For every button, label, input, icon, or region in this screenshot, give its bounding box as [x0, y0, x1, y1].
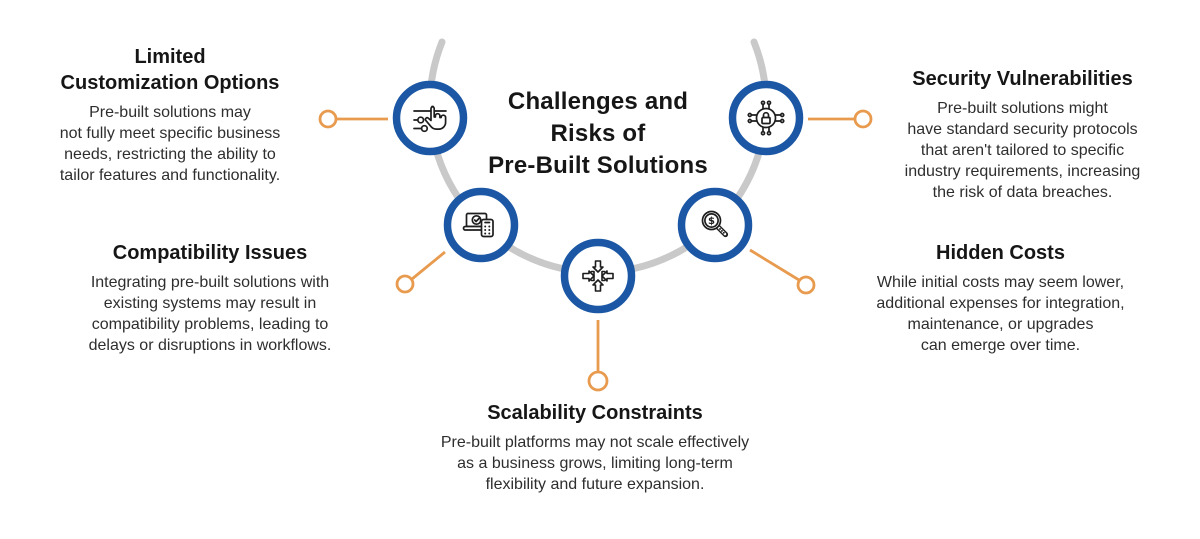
node-circle-scalability [560, 238, 636, 314]
item-block-scalability: Scalability Constraints Pre-built platfo… [385, 400, 805, 495]
page-title: Challenges and Risks of Pre-Built Soluti… [488, 88, 708, 179]
customization-sliders-hand-icon [413, 105, 447, 133]
inward-arrows-icon [582, 260, 614, 292]
connector-hidden-costs [749, 248, 816, 295]
item-body: Pre-built platforms may not scale effect… [440, 434, 750, 493]
connector-scalability [587, 320, 609, 392]
connector-ring [395, 274, 415, 294]
connector-ring [796, 275, 816, 295]
item-body: Pre-built solutions might have standard … [904, 100, 1141, 201]
connectors [318, 109, 873, 392]
dollar-glyph: $ [708, 216, 715, 227]
cyber-lock-icon [747, 100, 785, 136]
item-block-hidden-costs: Hidden Costs While initial costs may see… [828, 240, 1173, 356]
node-circle-limited-customization [392, 80, 468, 156]
item-block-security: Security Vulnerabilities Pre-built solut… [855, 66, 1190, 203]
connector-ring [318, 109, 338, 129]
item-title: Compatibility Issues [112, 242, 308, 264]
item-title: Scalability Constraints [487, 402, 703, 424]
item-block-limited-customization: Limited Customization Options Pre-built … [20, 44, 320, 186]
connector-limited-customization [318, 109, 388, 129]
item-title: Security Vulnerabilities [912, 68, 1133, 90]
devices-compatibility-icon [462, 212, 494, 238]
connector-security [808, 109, 873, 129]
item-block-compatibility: Compatibility Issues Integrating pre-bui… [45, 240, 375, 356]
item-title: Hidden Costs [936, 242, 1065, 264]
magnifier-dollar-icon: $ [701, 210, 729, 238]
item-title: Limited Customization Options [60, 46, 280, 94]
connector-compatibility [395, 250, 446, 294]
connector-ring [587, 370, 609, 392]
item-body: While initial costs may seem lower, addi… [876, 274, 1125, 354]
item-body: Pre-built solutions may not fully meet s… [59, 104, 281, 184]
item-body: Integrating pre-built solutions with exi… [88, 274, 332, 354]
